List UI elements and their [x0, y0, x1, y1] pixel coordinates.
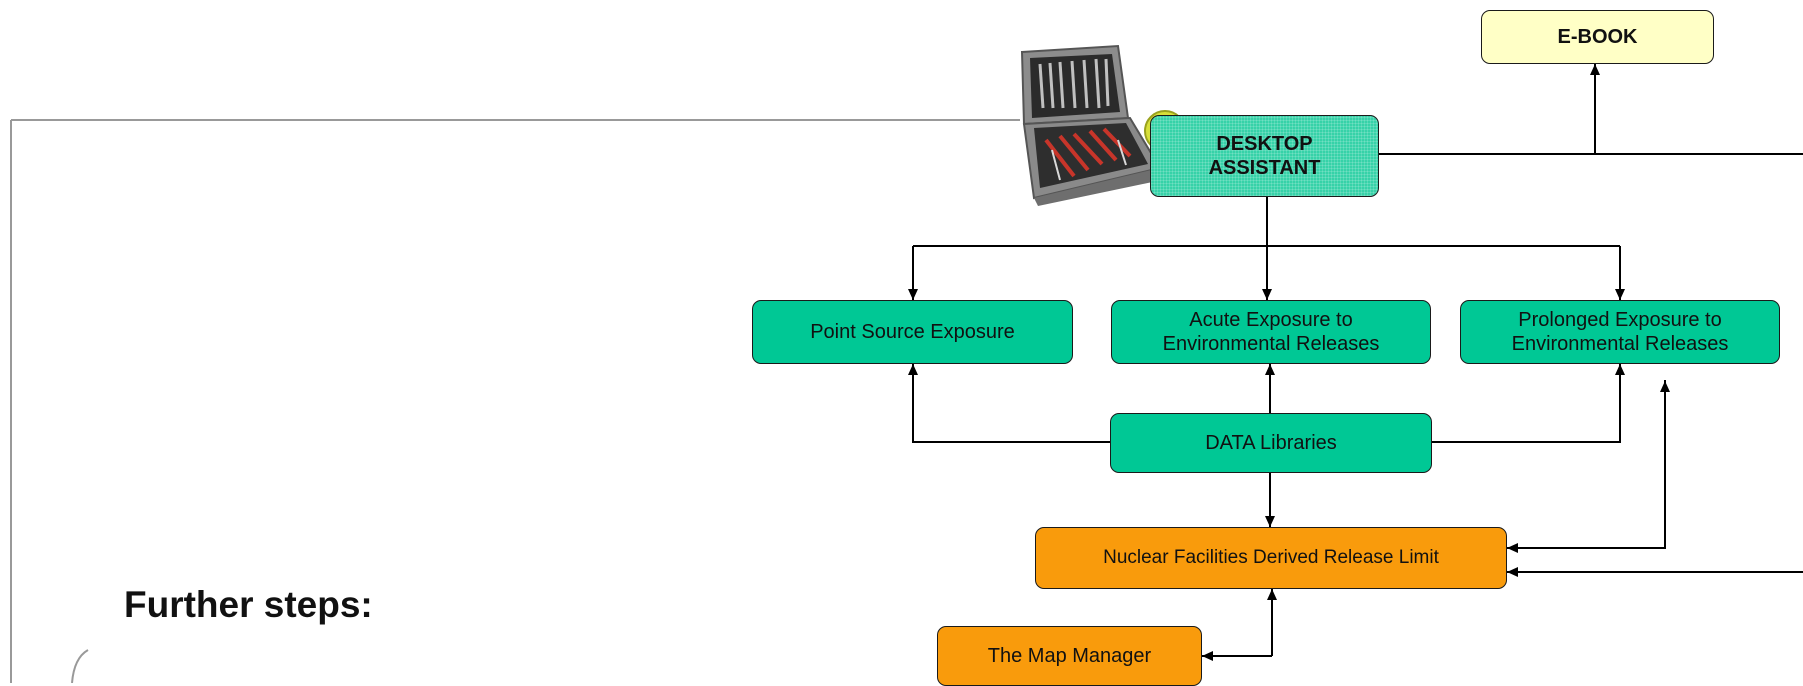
nuclear-facilities-box[interactable]: Nuclear Facilities Derived Release Limit [1035, 527, 1507, 589]
data-libraries-label: DATA Libraries [1205, 432, 1337, 454]
point-source-exposure-box[interactable]: Point Source Exposure [752, 300, 1073, 364]
connector-prolonged-nuclear-link [1507, 380, 1666, 553]
prolonged-exposure-label-line1: Prolonged Exposure to [1518, 309, 1722, 331]
desktop-assistant-box[interactable]: DESKTOP ASSISTANT [1150, 115, 1379, 197]
toolbox-image [1020, 44, 1162, 206]
point-source-exposure-label: Point Source Exposure [810, 321, 1015, 343]
acute-exposure-box[interactable]: Acute Exposure to Environmental Releases [1111, 300, 1431, 364]
map-manager-box[interactable]: The Map Manager [937, 626, 1202, 686]
ebook-label: E-BOOK [1557, 26, 1638, 48]
ebook-box[interactable]: E-BOOK [1481, 10, 1714, 64]
map-manager-label: The Map Manager [987, 645, 1152, 667]
connector-data-to-point-source [908, 364, 1110, 443]
prolonged-exposure-label-line2: Environmental Releases [1511, 333, 1729, 355]
connector-data-to-prolonged [1432, 364, 1625, 443]
acute-exposure-label-line1: Acute Exposure to [1189, 309, 1353, 331]
prolonged-exposure-box[interactable]: Prolonged Exposure to Environmental Rele… [1460, 300, 1780, 364]
connector-desktop-to-ebook [1378, 64, 1600, 155]
slide-frame-curve [71, 649, 89, 683]
desktop-assistant-label-line1: DESKTOP [1216, 133, 1313, 155]
acute-exposure-label-line2: Environmental Releases [1162, 333, 1380, 355]
further-steps-heading: Further steps: [124, 584, 373, 625]
nuclear-facilities-label: Nuclear Facilities Derived Release Limit [1103, 546, 1439, 568]
data-libraries-box[interactable]: DATA Libraries [1110, 413, 1432, 473]
desktop-assistant-label-line2: ASSISTANT [1208, 157, 1321, 179]
